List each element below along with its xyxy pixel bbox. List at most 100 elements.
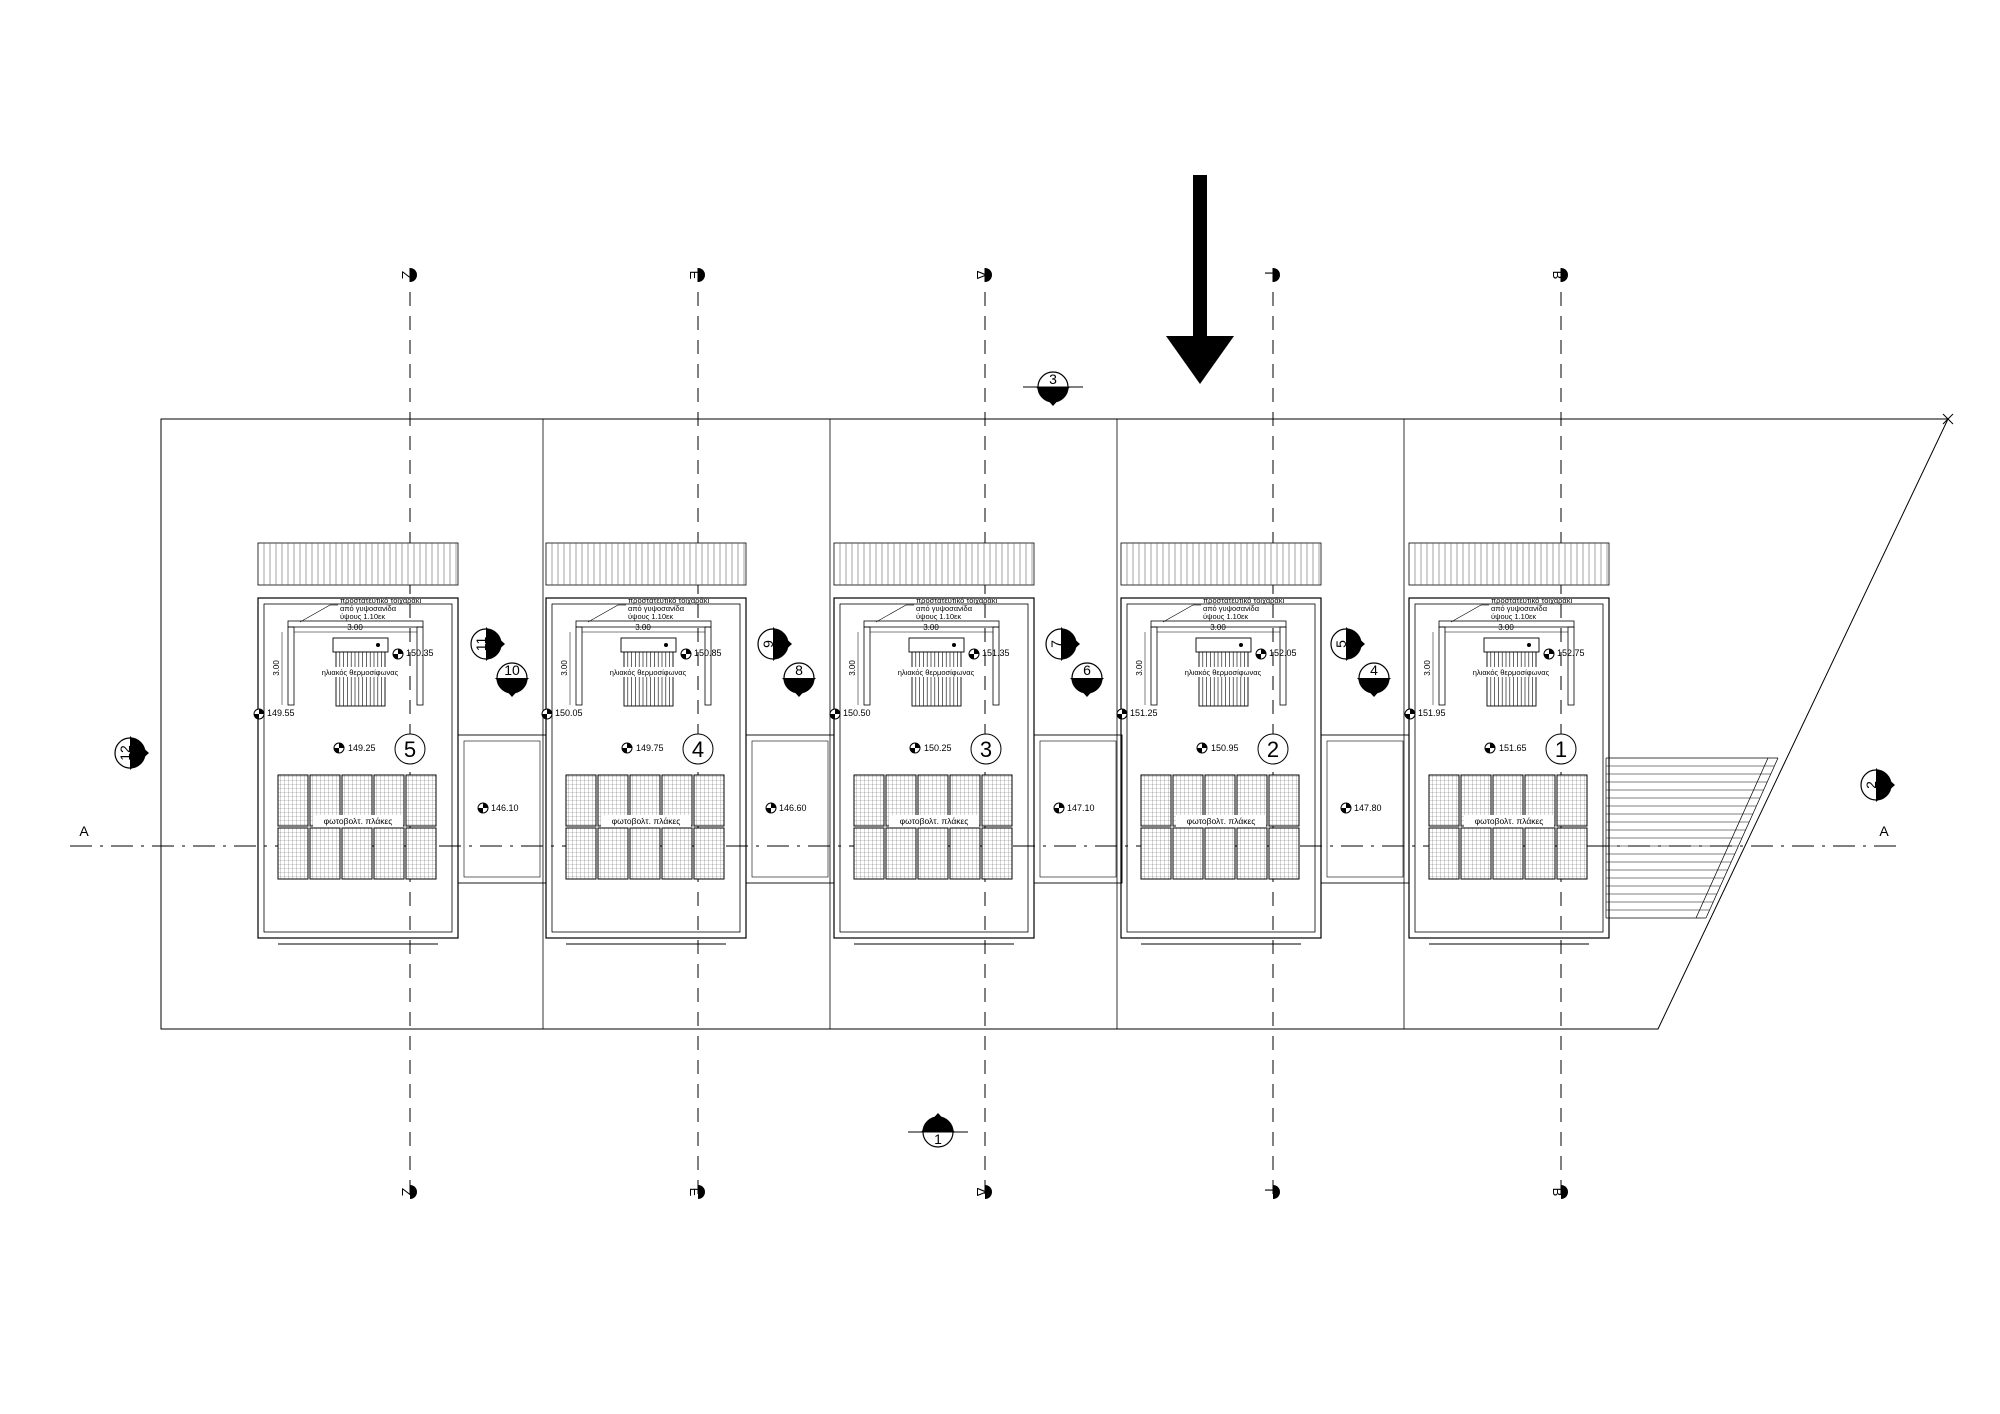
wall-note-line-1: προστατευτικό τοιχαράκι [916,596,998,605]
view-marker-number: 9 [760,640,776,648]
dim-height-label: 3.00 [848,660,857,676]
solar-heater-label: ηλιακός θερμοσίφωνας [322,668,399,677]
grid-label: Γ [1262,271,1277,278]
solar-heater-label: ηλιακός θερμοσίφωνας [898,668,975,677]
solar-heater: ηλιακός θερμοσίφωνας [1473,637,1550,707]
view-marker-number: 12 [117,745,133,761]
grid-label: E [687,271,702,280]
dim-width-label: 3.00 [923,623,939,632]
dim-width-label: 3.00 [347,623,363,632]
view-marker-number: 2 [1863,781,1879,789]
roof-level: 150.25 [924,743,952,753]
wall-note-line-2: από γυψοσανίδα [916,604,973,613]
view-marker-icon: 12 [114,736,149,770]
yards: 146.10 146.60 147.10 147.80 [457,734,1410,884]
unit-number-circle [1257,733,1289,765]
dim-height-label: 3.00 [560,660,569,676]
level-mark-icon [1543,648,1555,660]
solar-heater: ηλιακός θερμοσίφωνας [1185,637,1262,707]
grid-marker-icon [1273,268,1280,282]
yard: 146.60 [745,734,835,884]
unit-number: 1 [1555,737,1567,762]
direction-arrow-icon [1166,175,1234,384]
dim-height-label: 3.00 [1135,660,1144,676]
wall-note-line-2: από γυψοσανίδα [628,604,685,613]
plot-dividers [542,419,1405,1029]
view-marker-number: 11 [473,637,489,652]
parapet-outline [839,603,1029,933]
level-mark-icon [909,742,921,754]
view-marker-icon: 8 [782,662,816,697]
pv-panels: φωτοβολτ. πλάκες [565,774,725,880]
roof-level: 151.65 [1499,743,1527,753]
wall-note-line-1: προστατευτικό τοιχαράκι [628,596,710,605]
level-mark-icon [765,802,777,814]
terrace-level: 150.85 [694,648,722,658]
level-mark-icon [1116,708,1128,720]
roof-level: 149.25 [348,743,376,753]
edge-level: 151.95 [1418,708,1446,718]
grid-marker-icon [410,268,417,282]
dim-width-label: 3.00 [1210,623,1226,632]
pv-panels-label: φωτοβολτ. πλάκες [1475,816,1544,826]
pergola-strip [1120,542,1322,586]
view-marker-icon: 10 [495,662,529,697]
pv-panels-label: φωτοβολτ. πλάκες [1187,816,1256,826]
level-mark-icon [621,742,633,754]
view-marker-icon: 3 [1023,371,1083,406]
level-mark-icon [1053,802,1065,814]
solar-heater: ηλιακός θερμοσίφωνας [610,637,687,707]
grid-marker-icon [698,268,705,282]
pv-panels: φωτοβολτ. πλάκες [277,774,437,880]
pergola-strip [257,542,459,586]
unit-number: 4 [692,737,704,762]
yard: 147.10 [1033,734,1123,884]
level-mark-icon [541,708,553,720]
view-marker-icon: 7 [1045,627,1080,661]
yard-level: 146.60 [779,803,807,813]
wall-note-line-2: από γυψοσανίδα [1203,604,1260,613]
level-mark-icon [1404,708,1416,720]
site-boundary [160,418,1949,1030]
parapet-outline [1414,603,1604,933]
level-mark-icon [680,648,692,660]
grid-marker-icon [985,1185,992,1199]
terrace-level: 151.35 [982,648,1010,658]
parapet-outline [263,603,453,933]
terrace-level: 152.75 [1557,648,1585,658]
terrace-level: 150.35 [406,648,434,658]
level-mark-icon [392,648,404,660]
pv-panels-label: φωτοβολτ. πλάκες [612,816,681,826]
view-marker-icon: 1 [908,1113,968,1148]
grid-marker-icon [410,1185,417,1199]
edge-level: 151.25 [1130,708,1158,718]
yard: 147.80 [1320,734,1410,884]
pergola-strip [1408,542,1610,586]
terrace-level: 152.05 [1269,648,1297,658]
wall-note-line-3: ύψους 1.10εκ [1491,612,1536,621]
wall-note-line-2: από γυψοσανίδα [340,604,397,613]
level-mark-icon [1340,802,1352,814]
yard-level: 146.10 [491,803,519,813]
view-marker-number: 10 [504,662,520,678]
pv-panels: φωτοβολτ. πλάκες [1428,774,1588,880]
wall-note-line-3: ύψους 1.10εκ [1203,612,1248,621]
solar-heater-label: ηλιακός θερμοσίφωνας [1185,668,1262,677]
view-marker-icon: 11 [470,627,505,661]
level-mark-icon [1196,742,1208,754]
wall-note-line-1: προστατευτικό τοιχαράκι [340,596,422,605]
level-mark-icon [333,742,345,754]
view-marker-icon: 4 [1357,662,1391,697]
level-mark-icon [1484,742,1496,754]
yard-level: 147.10 [1067,803,1095,813]
solar-heater: ηλιακός θερμοσίφωνας [898,637,975,707]
